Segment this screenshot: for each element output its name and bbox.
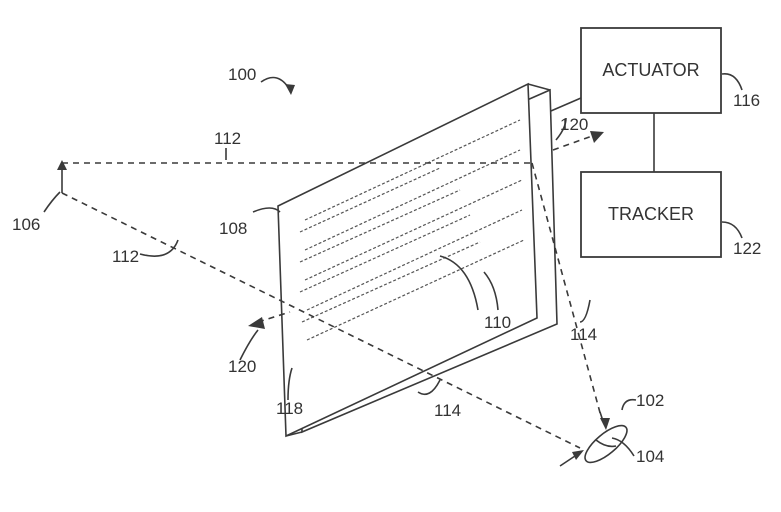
leader-110: [439, 255, 479, 311]
leader-106: [43, 191, 61, 213]
leader-120-right: [555, 117, 567, 141]
label-104: 104: [636, 447, 664, 466]
label-120-right: 120: [560, 115, 588, 134]
actuator-label: ACTUATOR: [602, 60, 699, 80]
leader-100: [260, 76, 291, 91]
ray-to-eye: [531, 162, 603, 421]
label-114-left: 114: [434, 401, 461, 420]
plate-top-edge: [527, 83, 551, 91]
actuator-box: [580, 27, 722, 114]
front-plate: [277, 82, 538, 438]
eye-pupil: [595, 439, 617, 448]
leader-108: [252, 207, 281, 213]
leader-118: [287, 367, 293, 401]
eye-icon: [584, 424, 628, 464]
label-102: 102: [636, 391, 664, 410]
leader-122: [721, 221, 743, 239]
tracker-box: [580, 171, 722, 258]
leader-116: [721, 73, 743, 91]
label-120-left: 120: [228, 357, 256, 376]
label-108: 108: [219, 219, 247, 238]
leader-114-left: [417, 379, 441, 396]
label-118: 118: [276, 399, 303, 418]
motion-arrow-left: [257, 311, 291, 323]
label-112-upper: 112: [214, 129, 241, 148]
leader-102: [621, 398, 637, 411]
label-106: 106: [12, 215, 40, 234]
label-112-lower: 112: [112, 247, 139, 266]
leader-110-b: [483, 271, 499, 311]
motion-arrowhead-right: [590, 131, 604, 143]
object-arrowhead: [57, 160, 67, 170]
leader-112-lower: [139, 239, 179, 257]
label-100: 100: [228, 65, 256, 84]
plate-bottom-edge: [285, 431, 303, 437]
label-110: 110: [484, 313, 511, 332]
eye-arrowhead-top: [600, 418, 610, 430]
leader-120-left: [239, 329, 259, 361]
label-122: 122: [733, 239, 761, 258]
grating-lines: [299, 119, 525, 341]
label-116: 116: [733, 91, 760, 110]
eye-arrowhead-left: [572, 450, 584, 460]
ray-lower: [61, 192, 581, 449]
label-114-right: 114: [570, 325, 597, 344]
tracker-label: TRACKER: [608, 204, 694, 224]
motion-arrowhead-left: [248, 317, 265, 329]
leader-104: [611, 437, 635, 457]
motion-arrow-right: [552, 135, 593, 151]
leader-114-right: [579, 299, 591, 323]
